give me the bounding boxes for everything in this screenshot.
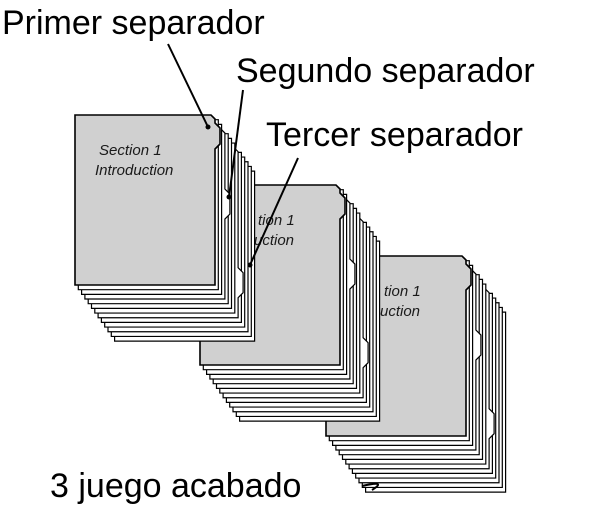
label-third-divider: Tercer separador	[266, 116, 523, 154]
divider-label-line2: uction	[254, 232, 294, 249]
divider-label-line1: tion 1	[258, 212, 295, 229]
leader-second-divider	[228, 89, 244, 198]
divider-label-line1: Section 1	[99, 142, 162, 159]
first-divider-sheet	[74, 114, 221, 286]
label-finished-sets: 3 juego acabado	[50, 467, 301, 505]
leader-third-divider-tip	[247, 262, 253, 268]
divider-label-line2: Introduction	[95, 162, 173, 179]
divider-label-line2: uction	[380, 303, 420, 320]
leader-first-divider	[167, 43, 209, 128]
leader-second-divider-tip	[226, 194, 232, 200]
divider-label-line1: tion 1	[384, 283, 421, 300]
label-first-divider: Primer separador	[2, 4, 265, 42]
leader-finished-sets	[361, 482, 380, 491]
finished-set-1: Section 1 Introduction	[74, 114, 256, 342]
leader-first-divider-tip	[205, 124, 211, 130]
finished-set-2: tion 1 uction	[199, 184, 381, 422]
leader-third-divider	[249, 157, 299, 266]
label-second-divider: Segundo separador	[236, 52, 535, 90]
